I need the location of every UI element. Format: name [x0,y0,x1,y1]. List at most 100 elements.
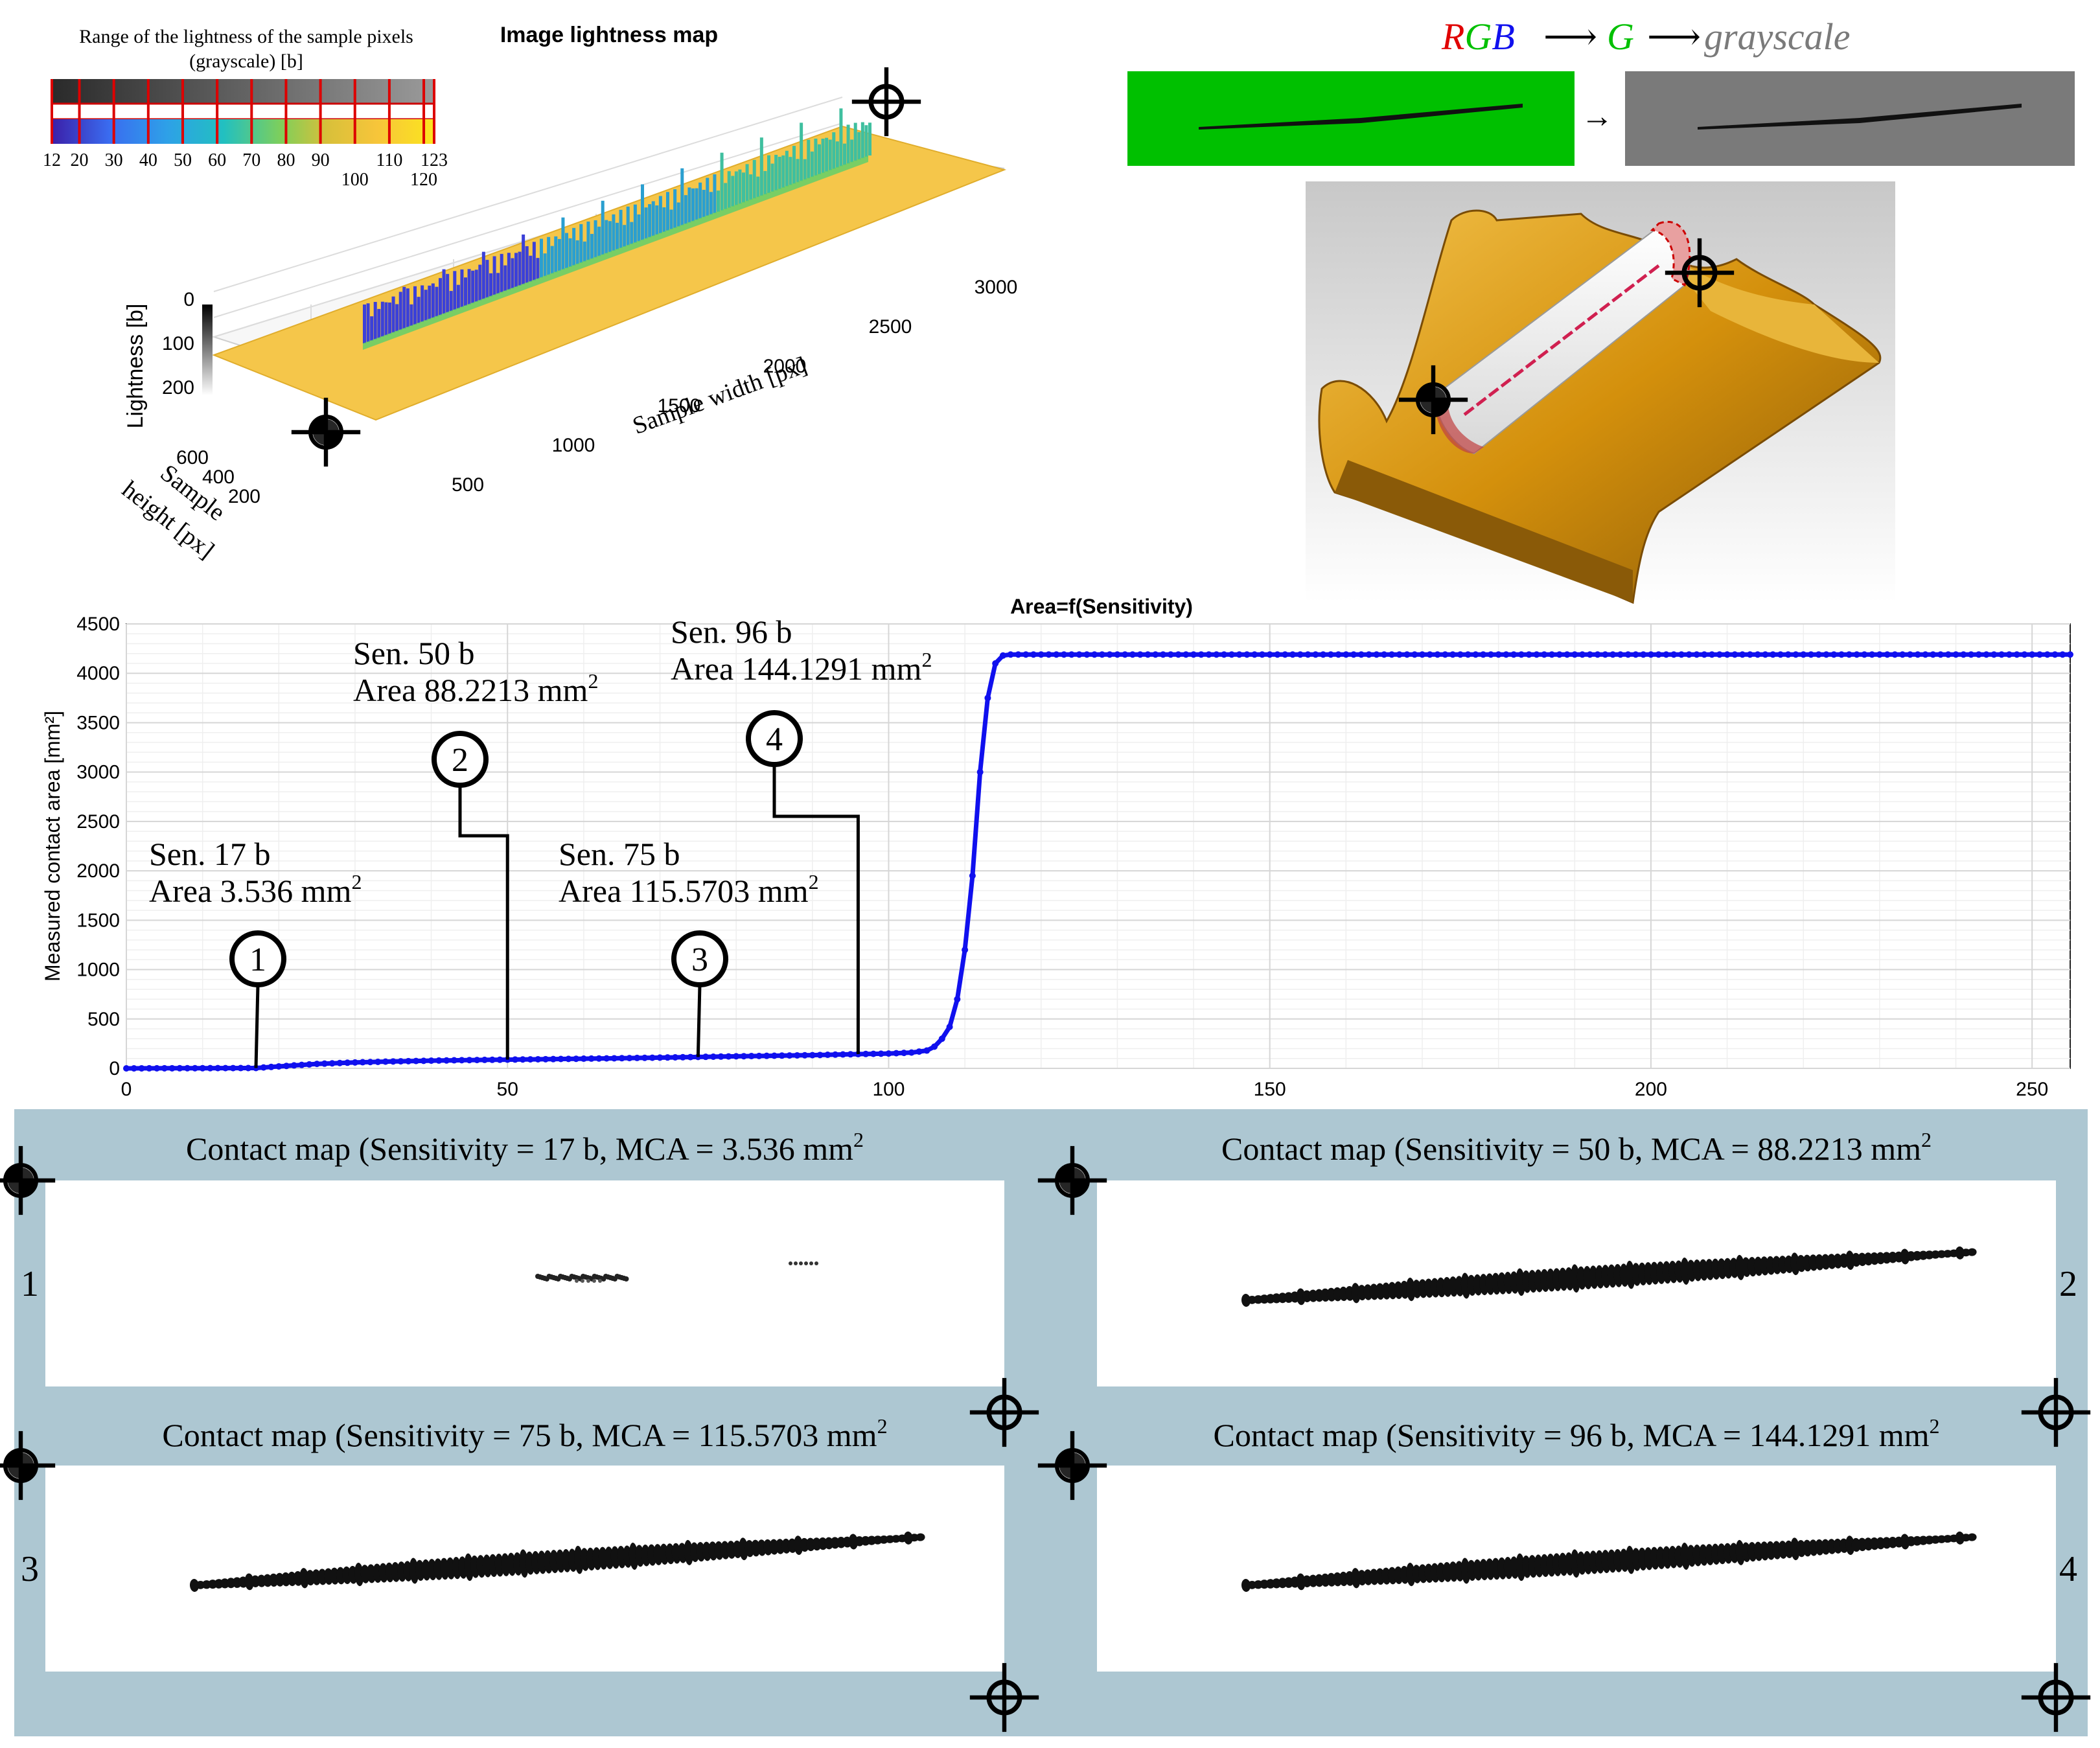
data-point [1327,651,1334,658]
contact-map-title: Contact map (Sensitivity = 96 b, MCA = 1… [1213,1414,1939,1453]
data-point [664,1054,671,1061]
annotation-number: 3 [691,941,708,978]
data-point [260,1064,267,1071]
data-point [877,1050,884,1057]
data-point [1823,651,1830,658]
data-point [1183,651,1190,658]
data-point [2044,651,2051,658]
annotation-marker-circle [229,930,286,987]
data-point [222,1064,229,1072]
data-point [184,1064,191,1072]
rgb-label: RGB [1441,16,1515,58]
data-point [1960,651,1967,658]
data-point [283,1063,290,1070]
x-tick-label: 50 [497,1079,518,1100]
rgb-pipeline: RGB ⟶ G ⟶ grayscale → [1127,16,2075,166]
data-point [1022,651,1030,658]
contact-map-number: 2 [2059,1264,2077,1304]
data-point [1990,651,1998,658]
colorbar-tick-label: 30 [105,150,123,170]
data-point [1274,651,1281,658]
data-point [1152,651,1159,658]
data-point [725,1053,732,1060]
data-point [489,1056,496,1063]
data-point [1670,651,1678,658]
x-tick-label: 0 [121,1079,132,1100]
annotation-area: Area 144.1291 mm2 [671,648,932,687]
data-point [146,1064,153,1072]
data-point [923,1047,930,1054]
data-point [1282,651,1289,658]
annotation-sensitivity: Sen. 96 b [671,614,792,650]
data-point [435,1057,443,1064]
data-point [1365,651,1372,658]
y-tick-label: 600 [176,447,209,468]
data-point [443,1057,450,1064]
data-point [474,1057,481,1064]
data-point [626,1055,633,1062]
y-tick-label: 3500 [76,712,120,733]
data-point [1258,651,1265,658]
data-point [1419,651,1425,658]
data-point [1007,651,1014,658]
data-point [1624,651,1632,658]
data-point [1510,651,1517,658]
data-point [1838,651,1845,658]
data-point [1045,651,1052,658]
data-point [763,1052,770,1059]
grayscale-label: grayscale [1704,16,1851,58]
data-point [588,1055,595,1062]
data-point [154,1064,161,1072]
z-tick-label: 100 [162,333,194,354]
data-point [1571,651,1578,658]
data-point [1487,651,1494,658]
data-point [176,1064,183,1072]
z-tick-label: 200 [162,377,194,398]
y-tick-label: 500 [87,1009,120,1030]
data-point [1586,651,1593,658]
colorbar-tick-label: 40 [139,150,157,170]
data-point [1114,651,1121,658]
data-point [268,1063,275,1070]
x-tick-label: 2000 [763,356,807,377]
data-point [1335,651,1342,658]
pipeline-arrow-1: ⟶ [1543,16,1597,58]
data-point [1968,651,1975,658]
data-point [519,1056,526,1063]
contact-map-number: 1 [21,1264,39,1304]
annotation-marker-circle [432,731,489,788]
data-point [1640,651,1647,658]
plot-area [126,623,2071,1069]
data-point [1830,651,1838,658]
data-point [1647,651,1654,658]
data-point [1594,651,1601,658]
data-point [191,1064,198,1072]
y-tick-label: 2500 [76,811,120,833]
data-point [1457,651,1464,658]
data-point [359,1059,366,1066]
data-point [794,1052,801,1059]
data-point [1655,651,1662,658]
data-point [1015,651,1022,658]
data-point [595,1055,603,1062]
data-point [733,1053,740,1060]
annotation-leader-line [772,765,860,1055]
data-point [336,1059,343,1066]
gear-tooth-face [1659,246,1879,363]
data-point [161,1064,168,1072]
data-point [1144,651,1151,658]
colorbar-tick-label: 12 [43,150,61,170]
y-tick-label: 1500 [76,910,120,931]
data-point [1891,651,1898,658]
data-point [1914,651,1921,658]
y-tick-label: 400 [202,466,235,488]
gear-render [1306,181,1895,604]
data-point [2036,651,2043,658]
data-point [1762,651,1769,658]
data-point [1297,651,1304,658]
contact-map-number: 4 [2059,1549,2077,1589]
contact-map-number: 3 [21,1549,39,1589]
data-point [1632,651,1639,658]
